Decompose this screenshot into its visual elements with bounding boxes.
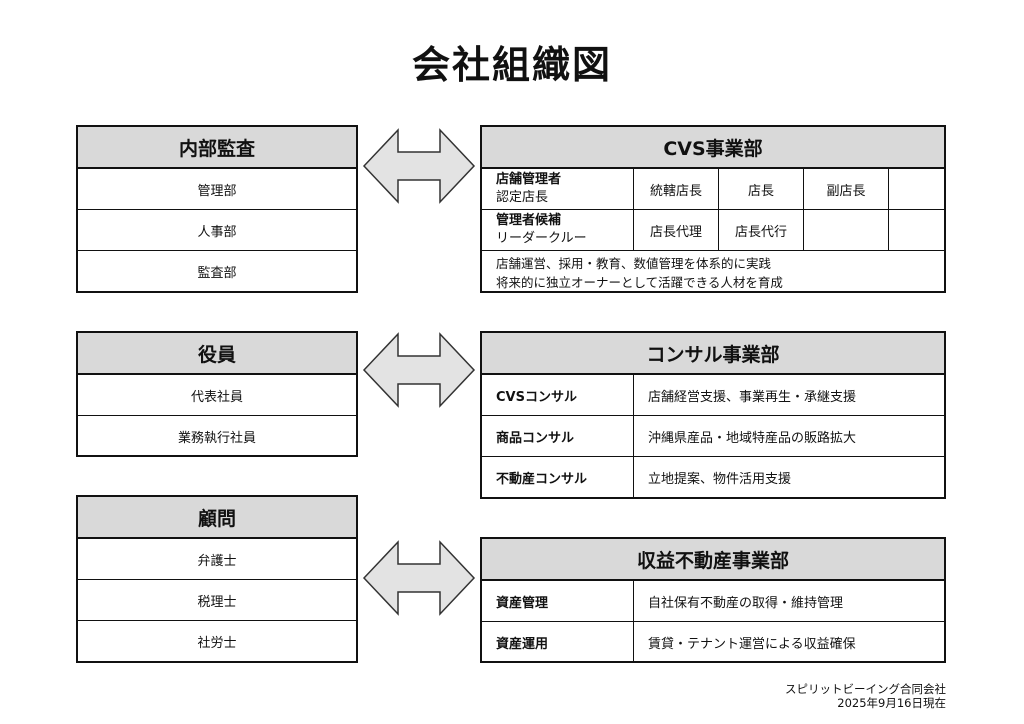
cvs-row-label-sub: リーダークルー <box>496 231 587 246</box>
table-row: 資産管理 自社保有不動産の取得・維持管理 <box>482 581 944 622</box>
row-desc: 賃貸・テナント運営による収益確保 <box>648 637 856 652</box>
advisors-title: 顧問 <box>78 497 356 539</box>
consult-box: コンサル事業部 CVSコンサル 店舗経営支援、事業再生・承継支援 商品コンサル … <box>480 331 946 499</box>
row-desc: 沖縄県産品・地域特産品の販路拡大 <box>648 430 857 446</box>
double-arrow-icon <box>362 128 476 204</box>
consult-title: コンサル事業部 <box>482 333 944 375</box>
advisors-box: 顧問 弁護士 税理士 社労士 <box>76 495 358 663</box>
table-row: CVSコンサル 店舗経営支援、事業再生・承継支援 <box>482 375 944 416</box>
role-cell: 店長代行 <box>719 210 804 250</box>
role-cell <box>889 210 944 250</box>
audit-box: 内部監査 管理部 人事部 監査部 <box>76 125 358 293</box>
audit-item: 人事部 <box>78 210 356 251</box>
cvs-note: 店舗運営、採用・教育、数値管理を体系的に実践 将来的に独立オーナーとして活躍でき… <box>482 251 944 295</box>
row-desc: 店舗経営支援、事業再生・承継支援 <box>648 389 857 405</box>
row-label: 不動産コンサル <box>482 457 634 498</box>
table-row: 不動産コンサル 立地提案、物件活用支援 <box>482 457 944 498</box>
advisors-item: 弁護士 <box>78 539 356 580</box>
officers-item: 業務執行社員 <box>177 431 256 446</box>
cvs-row-label: 店舗管理者 認定店長 <box>482 169 634 209</box>
role-cell: 副店長 <box>804 169 889 209</box>
role-cell: 店長代理 <box>634 210 719 250</box>
double-arrow-icon <box>362 540 476 616</box>
cvs-row-candidates: 管理者候補 リーダークルー 店長代理 店長代行 <box>482 210 944 251</box>
row-label: 商品コンサル <box>482 416 634 456</box>
footer: スピリットビーイング合同会社 2025年9月16日現在 <box>785 682 946 710</box>
cvs-box: CVS事業部 店舗管理者 認定店長 統轄店長 店長 副店長 管理者候補 リーダー… <box>480 125 946 293</box>
cvs-row-label-bold: 管理者候補 <box>496 213 562 228</box>
audit-item: 監査部 <box>197 266 237 281</box>
double-arrow-icon <box>362 332 476 408</box>
advisors-item: 社労士 <box>197 636 237 651</box>
row-label: 資産運用 <box>482 622 634 663</box>
row-desc: 自社保有不動産の取得・維持管理 <box>648 595 844 611</box>
cvs-title: CVS事業部 <box>482 127 944 169</box>
role-cell <box>804 210 889 250</box>
role-cell <box>889 169 944 209</box>
officers-box: 役員 代表社員 業務執行社員 <box>76 331 358 457</box>
officers-title: 役員 <box>78 333 356 375</box>
realestate-title: 収益不動産事業部 <box>482 539 944 581</box>
cvs-row-label-bold: 店舗管理者 <box>496 172 562 187</box>
row-desc: 立地提案、物件活用支援 <box>648 472 792 487</box>
as-of-date: 2025年9月16日現在 <box>837 696 946 710</box>
cvs-note-line: 店舗運営、採用・教育、数値管理を体系的に実践 <box>496 256 772 271</box>
row-label: CVSコンサル <box>482 375 634 415</box>
page-title: 会社組織図 <box>411 43 612 87</box>
audit-item: 管理部 <box>78 169 356 210</box>
table-row: 資産運用 賃貸・テナント運営による収益確保 <box>482 622 944 663</box>
audit-title: 内部監査 <box>78 127 356 169</box>
officers-item: 代表社員 <box>78 375 356 416</box>
role-cell: 店長 <box>719 169 804 209</box>
row-label: 資産管理 <box>482 581 634 621</box>
cvs-row-label-sub: 認定店長 <box>496 190 549 205</box>
cvs-row-label: 管理者候補 リーダークルー <box>482 210 634 250</box>
cvs-note-line: 将来的に独立オーナーとして活躍できる人材を育成 <box>496 275 783 290</box>
table-row: 商品コンサル 沖縄県産品・地域特産品の販路拡大 <box>482 416 944 457</box>
role-cell: 統轄店長 <box>634 169 719 209</box>
realestate-box: 収益不動産事業部 資産管理 自社保有不動産の取得・維持管理 資産運用 賃貸・テナ… <box>480 537 946 663</box>
company-name: スピリットビーイング合同会社 <box>785 682 946 696</box>
advisors-item: 税理士 <box>78 580 356 621</box>
cvs-row-managers: 店舗管理者 認定店長 統轄店長 店長 副店長 <box>482 169 944 210</box>
